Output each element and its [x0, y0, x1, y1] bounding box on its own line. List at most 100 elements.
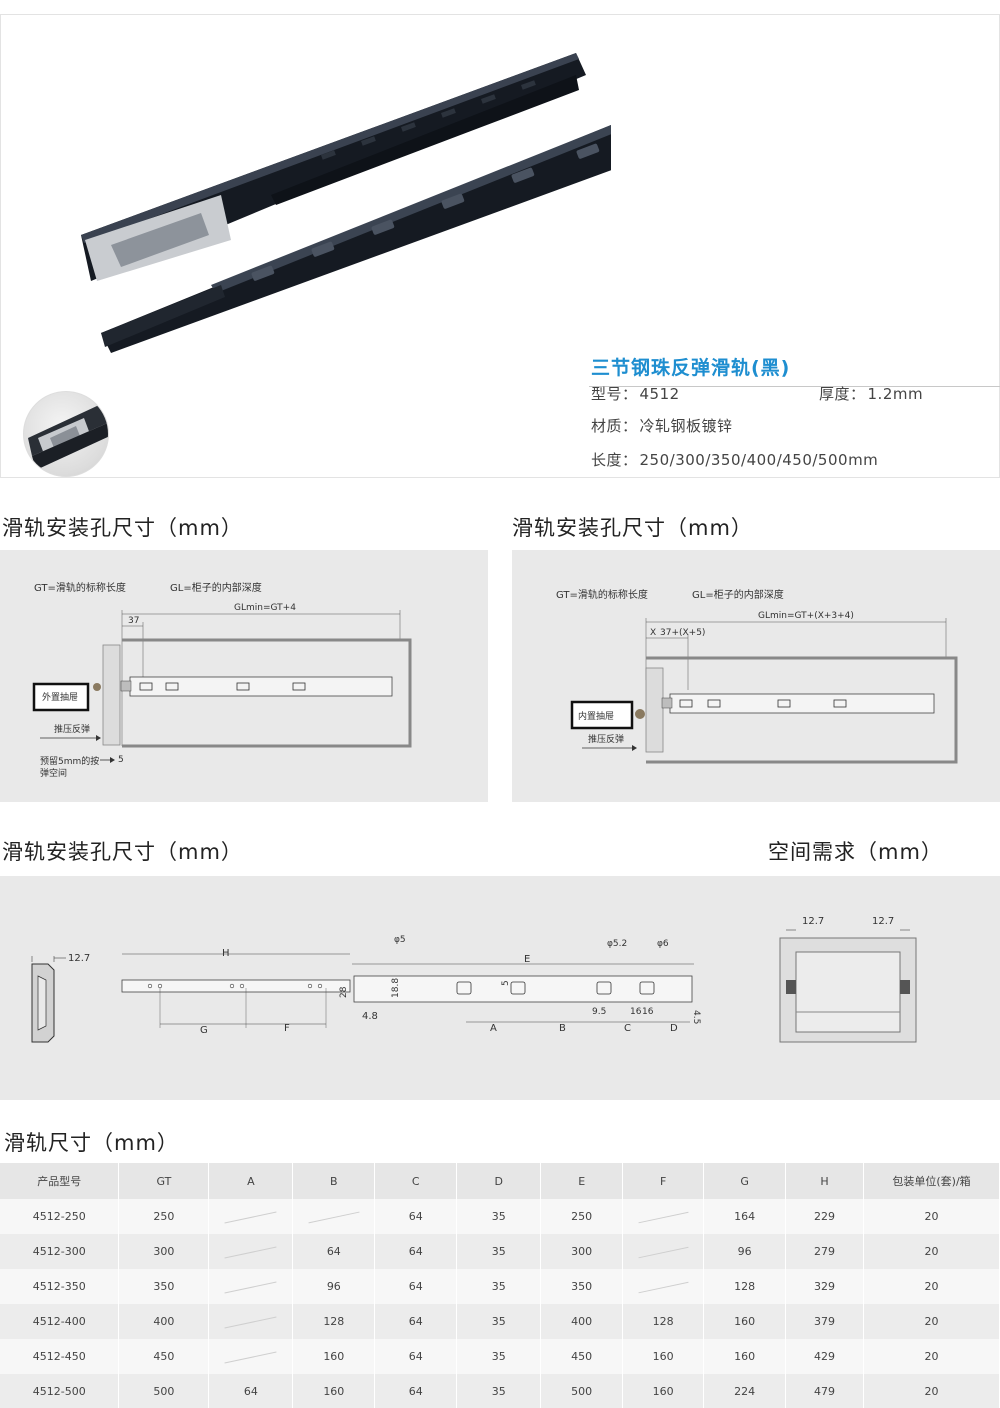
space-right-dim: 12.7: [872, 916, 894, 927]
diagram-outer-drawer: GT=滑轨的标称长度 GL=柜子的内部深度 GLmin=GT+4 37 外置抽屉…: [0, 550, 488, 802]
table-cell: [208, 1339, 294, 1374]
dim-phi52: φ5.2: [607, 939, 627, 949]
material-label: 材质：: [591, 417, 638, 435]
push-rebound-label-right: 推压反弹: [588, 733, 624, 745]
table-cell: 4512-450: [0, 1339, 120, 1374]
dim-48: 4.8: [362, 1011, 378, 1022]
table-cell: 400: [118, 1304, 210, 1339]
reserve-line-2: 弹空间: [40, 767, 67, 779]
table-cell: 35: [456, 1269, 542, 1304]
table-cell: 128: [292, 1304, 376, 1339]
table-cell: 64: [374, 1304, 458, 1339]
dim-37: 37: [128, 616, 139, 626]
table-cell: 164: [703, 1199, 787, 1234]
diagram-hole-dimensions: 12.7 H G F E φ5 φ5.2 φ6 18.8 28 5: [0, 876, 1000, 1100]
table-cell: 4512-300: [0, 1234, 120, 1269]
table-cell: 400: [540, 1304, 624, 1339]
table-cell: 4512-250: [0, 1199, 120, 1234]
diagram-outer-drawer-svg: GT=滑轨的标称长度 GL=柜子的内部深度 GLmin=GT+4 37 外置抽屉…: [32, 581, 412, 779]
model-value: 4512: [639, 385, 680, 403]
thickness-value: 1.2mm: [867, 385, 924, 403]
dim-a: A: [490, 1023, 497, 1034]
diagram-inner-drawer: GT=滑轨的标称长度 GL=柜子的内部深度 GLmin=GT+(X+3+4) X…: [512, 550, 1000, 802]
table-cell: 160: [292, 1374, 376, 1408]
table-cell: 96: [703, 1234, 787, 1269]
gl-definition: GL=柜子的内部深度: [170, 581, 262, 594]
col-header-e: E: [540, 1163, 624, 1199]
table-cell: 300: [540, 1234, 624, 1269]
table-cell: [208, 1269, 294, 1304]
table-cell: 35: [456, 1304, 542, 1339]
glmin-formula: GLmin=GT+4: [234, 603, 296, 613]
profile-dim: 12.7: [68, 953, 90, 964]
table-cell: 20: [863, 1234, 1000, 1269]
table-cell: 450: [118, 1339, 210, 1374]
table-cell: 64: [208, 1374, 294, 1408]
table-cell: 224: [703, 1374, 787, 1408]
col-header-a: A: [208, 1163, 294, 1199]
dim-5: 5: [118, 755, 124, 765]
table-cell: 160: [703, 1304, 787, 1339]
dim-5-vertical: 5: [501, 980, 511, 986]
dim-h: H: [222, 948, 230, 959]
table-cell: 4512-500: [0, 1374, 120, 1408]
table-cell: 64: [374, 1374, 458, 1408]
table-cell: 20: [863, 1269, 1000, 1304]
spec-length: 长度：250/300/350/400/450/500mm: [591, 449, 878, 470]
dim-g: G: [200, 1025, 208, 1036]
glmin-formula-right: GLmin=GT+(X+3+4): [758, 611, 854, 621]
table-cell: 250: [540, 1199, 624, 1234]
table-cell: 20: [863, 1374, 1000, 1408]
col-header-gt: GT: [118, 1163, 210, 1199]
dim-f: F: [284, 1023, 290, 1034]
section-title-install-left: 滑轨安装孔尺寸（mm）: [2, 516, 243, 540]
dim-16b: 16: [642, 1007, 654, 1017]
table-cell: 35: [456, 1374, 542, 1408]
table-cell: 4512-400: [0, 1304, 120, 1339]
table-cell: 250: [118, 1199, 210, 1234]
inner-drawer-label: 内置抽屉: [578, 710, 614, 722]
table-cell: 35: [456, 1234, 542, 1269]
length-label: 长度：: [591, 451, 638, 469]
table-cell: 479: [785, 1374, 865, 1408]
product-title: 三节钢珠反弹滑轨(黑): [591, 357, 791, 379]
table-cell: 329: [785, 1269, 865, 1304]
col-header-f: F: [622, 1163, 705, 1199]
table-cell: [208, 1234, 294, 1269]
title-divider: [589, 386, 1000, 387]
section-title-install-wide: 滑轨安装孔尺寸（mm）: [2, 840, 243, 864]
thickness-label: 厚度：: [819, 385, 866, 403]
table-cell: 279: [785, 1234, 865, 1269]
gl-definition-right: GL=柜子的内部深度: [692, 588, 784, 601]
table-cell: [622, 1199, 705, 1234]
col-header-pack: 包装单位(套)/箱: [863, 1163, 1000, 1199]
section-title-space: 空间需求（mm）: [768, 840, 943, 864]
dim-95: 9.5: [592, 1007, 606, 1017]
product-hero: 三节钢珠反弹滑轨(黑) 型号：4512 厚度：1.2mm 材质：冷轧钢板镀锌 长…: [0, 14, 1000, 478]
table-cell: 64: [374, 1339, 458, 1374]
dim-phi6: φ6: [657, 939, 669, 949]
table-cell: 300: [118, 1234, 210, 1269]
model-label: 型号：: [591, 385, 638, 403]
table-header-row: 产品型号 GT A B C D E F G H 包装单位(套)/箱: [0, 1163, 1000, 1199]
col-header-b: B: [292, 1163, 376, 1199]
table-cell: 450: [540, 1339, 624, 1374]
table-cell: 128: [622, 1304, 705, 1339]
spec-model: 型号：4512: [591, 383, 680, 404]
dim-45: 4.5: [691, 1010, 701, 1024]
dim-c: C: [624, 1023, 631, 1034]
table-cell: 64: [374, 1269, 458, 1304]
size-table: 产品型号 GT A B C D E F G H 包装单位(套)/箱 4512-2…: [0, 1163, 1000, 1408]
col-header-g: G: [703, 1163, 787, 1199]
section-title-size: 滑轨尺寸（mm）: [4, 1131, 179, 1155]
dim-188: 18.8: [391, 978, 401, 998]
outer-drawer-label: 外置抽屉: [42, 691, 78, 703]
table-cell: 128: [703, 1269, 787, 1304]
gt-definition: GT=滑轨的标称长度: [34, 581, 126, 594]
col-header-c: C: [374, 1163, 458, 1199]
dim-37x: 37+(X+5): [660, 628, 705, 638]
table-cell: 96: [292, 1269, 376, 1304]
